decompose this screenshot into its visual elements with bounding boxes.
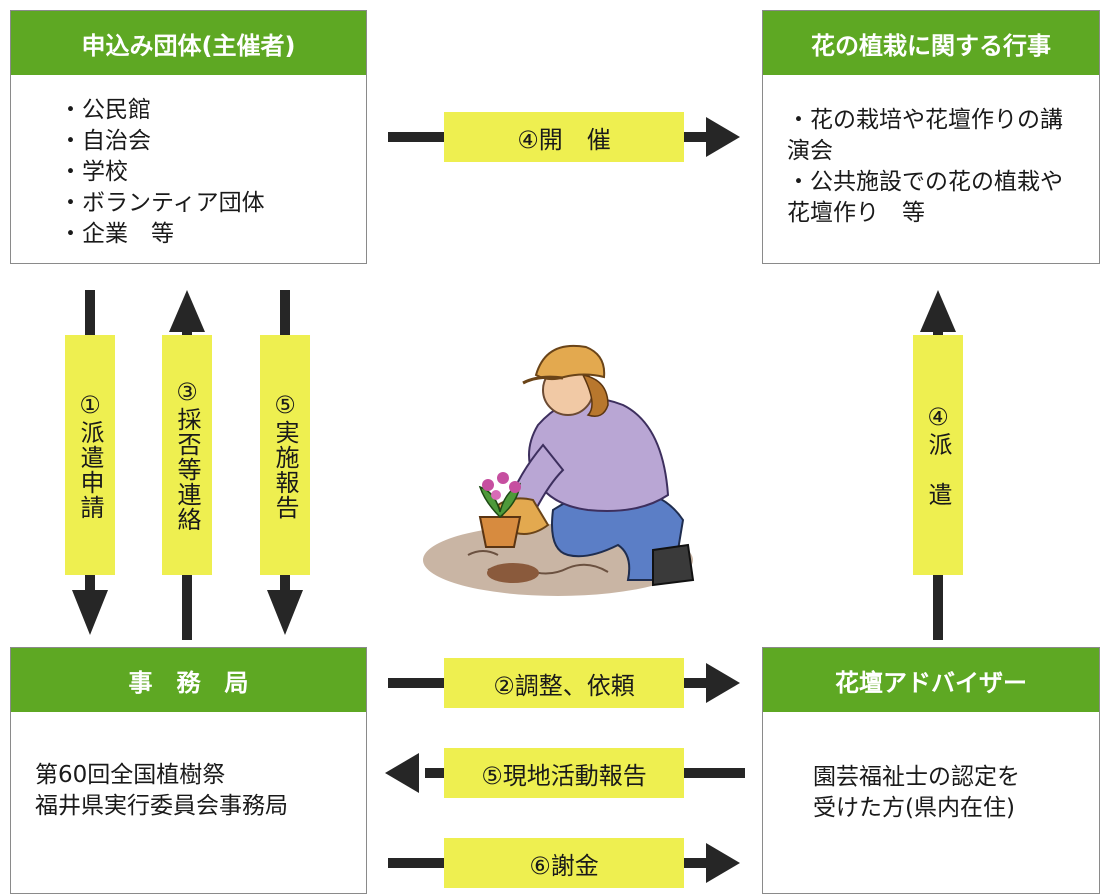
event-item: ・公共施設での花の植栽や花壇作り 等	[787, 169, 1063, 226]
flow-label-reward: ⑥謝金	[444, 838, 684, 888]
advisor-description: 園芸福祉士の認定を 受けた方(県内在住)	[763, 712, 1099, 824]
organizer-item: ・企業 等	[59, 221, 174, 247]
office-line: 第60回全国植樹祭	[35, 762, 226, 788]
flow-label-hold: ④開 催	[444, 112, 684, 162]
flow-label-coordinate: ②調整、依頼	[444, 658, 684, 708]
organizer-item: ・ボランティア団体	[59, 190, 265, 216]
office-line: 福井県実行委員会事務局	[35, 793, 288, 819]
flow-label-report-org: ⑤実施報告	[260, 335, 310, 575]
advisor-box: 花壇アドバイザー 園芸福祉士の認定を 受けた方(県内在住)	[762, 647, 1100, 894]
organizer-box: 申込み団体(主催者) ・公民館 ・自治会 ・学校 ・ボランティア団体 ・企業 等	[10, 10, 367, 264]
advisor-line: 園芸福祉士の認定を	[813, 764, 1020, 790]
event-box: 花の植栽に関する行事 ・花の栽培や花壇作りの講演会 ・公共施設での花の植栽や花壇…	[762, 10, 1100, 264]
event-list: ・花の栽培や花壇作りの講演会 ・公共施設での花の植栽や花壇作り 等	[763, 75, 1099, 229]
organizer-list: ・公民館 ・自治会 ・学校 ・ボランティア団体 ・企業 等	[11, 75, 366, 250]
advisor-title: 花壇アドバイザー	[763, 648, 1099, 712]
organizer-item: ・学校	[59, 159, 128, 185]
organizer-item: ・自治会	[59, 128, 151, 154]
office-title: 事 務 局	[11, 648, 366, 712]
flow-label-dispatch: ④派 遣	[913, 335, 963, 575]
flow-label-site-report: ⑤現地活動報告	[444, 748, 684, 798]
office-box: 事 務 局 第60回全国植樹祭 福井県実行委員会事務局	[10, 647, 367, 894]
organizer-title: 申込み団体(主催者)	[11, 11, 366, 75]
event-item: ・花の栽培や花壇作りの講演会	[787, 107, 1063, 164]
gardener-planting-flowers-icon	[423, 344, 695, 596]
event-title: 花の植栽に関する行事	[763, 11, 1099, 75]
advisor-line: 受けた方(県内在住)	[813, 795, 1015, 821]
flow-label-apply: ①派遣申請	[65, 335, 115, 575]
flow-label-notify: ③採否等連絡	[162, 335, 212, 575]
organizer-item: ・公民館	[59, 97, 151, 123]
office-name: 第60回全国植樹祭 福井県実行委員会事務局	[11, 712, 366, 822]
